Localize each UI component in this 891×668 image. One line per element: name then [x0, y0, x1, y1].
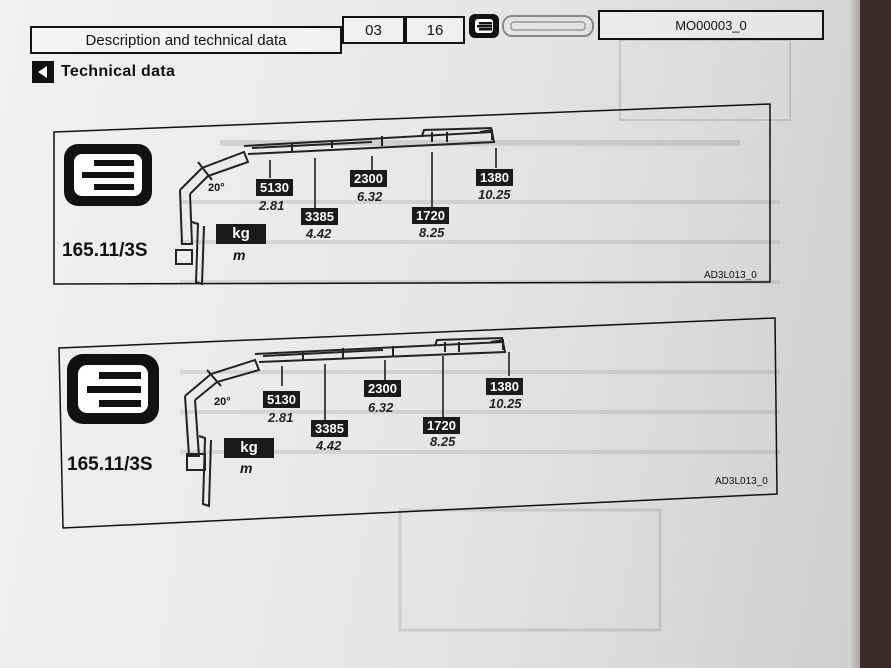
unit-kg-1: kg	[216, 224, 266, 244]
load-kg-1-4: 1720	[412, 207, 449, 224]
unit-kg-2: kg	[224, 438, 274, 458]
load-m-2-3: 6.32	[368, 400, 394, 415]
load-m-2-5: 10.25	[489, 396, 522, 411]
section-heading: Technical data	[32, 61, 175, 83]
section-arrow-icon	[32, 61, 54, 83]
load-kg-2-1: 5130	[263, 391, 300, 408]
brand-logo-icon	[469, 14, 594, 38]
load-kg-1-2: 3385	[301, 208, 338, 225]
load-kg-1-1: 5130	[256, 179, 293, 196]
load-m-1-3: 6.32	[357, 189, 383, 204]
load-kg-2-2: 3385	[311, 420, 348, 437]
page-edge	[848, 0, 860, 668]
manual-page: Description and technical data 03 16 MO0…	[0, 0, 858, 668]
header-page-number: 16	[405, 16, 465, 44]
section-title: Technical data	[61, 63, 176, 80]
load-m-2-2: 4.42	[316, 438, 342, 453]
brand-emblem-icon-1	[64, 144, 152, 206]
crane-diagram-2: 165.11/3S 20° kg m AD3L013_0 5130 2.81 3…	[57, 316, 781, 530]
crane-diagram-1: 165.11/3S 20° kg m AD3L013_0 5130 2.81 3…	[52, 102, 774, 286]
load-kg-2-3: 2300	[364, 380, 401, 397]
load-m-1-2: 4.42	[306, 226, 332, 241]
load-kg-2-4: 1720	[423, 417, 460, 434]
model-label-1: 165.11/3S	[62, 240, 148, 261]
header-title: Description and technical data	[30, 26, 342, 54]
boom-angle-1: 20°	[208, 182, 225, 194]
load-m-1-1: 2.81	[259, 198, 285, 213]
page-header: Description and technical data 03 16 MO0…	[30, 10, 825, 54]
model-label-2: 165.11/3S	[67, 454, 153, 475]
figure-ref-2: AD3L013_0	[715, 476, 768, 487]
brand-emblem-icon-2	[67, 354, 159, 424]
header-brand-logo	[467, 12, 597, 40]
diagram-frame-2	[58, 317, 778, 529]
load-m-2-1: 2.81	[268, 410, 294, 425]
load-kg-1-3: 2300	[350, 170, 387, 187]
boom-angle-2: 20°	[214, 396, 231, 408]
load-m-1-4: 8.25	[419, 225, 445, 240]
unit-m-2: m	[240, 460, 253, 476]
unit-m-1: m	[233, 247, 246, 263]
load-m-2-4: 8.25	[430, 434, 456, 449]
load-kg-1-5: 1380	[476, 169, 513, 186]
load-m-1-5: 10.25	[478, 187, 511, 202]
header-section-number: 03	[342, 16, 405, 44]
diagram-frame-1	[53, 103, 771, 286]
header-document-code: MO00003_0	[598, 10, 824, 40]
load-kg-2-5: 1380	[486, 378, 523, 395]
figure-ref-1: AD3L013_0	[704, 270, 757, 281]
